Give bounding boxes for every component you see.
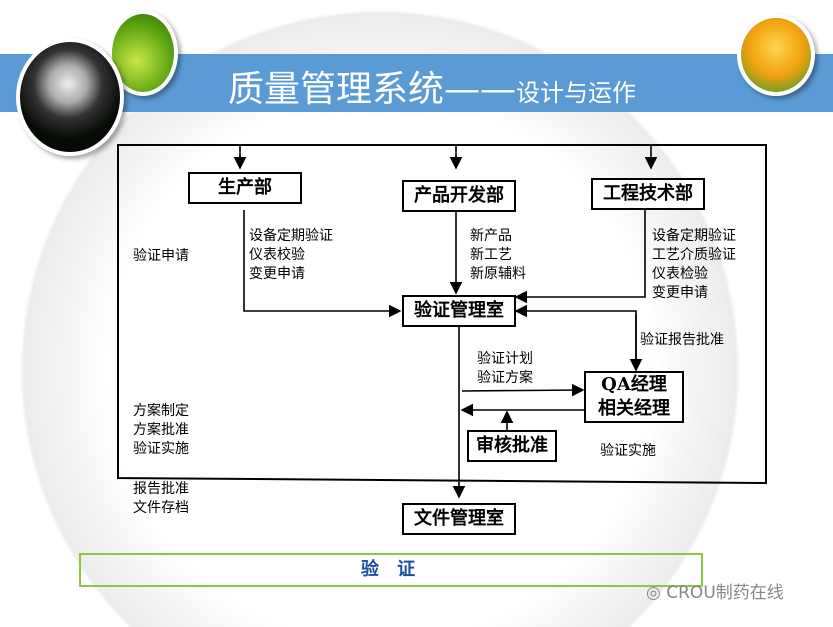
title-sub: 设计与运作: [516, 79, 637, 107]
qa-manager-line1: QA经理: [601, 374, 667, 395]
watermark: ◎ CROU制药在线: [646, 582, 784, 604]
validation-office-box: 验证管理室: [402, 295, 516, 327]
engineering-dept-box: 工程技术部: [591, 178, 705, 210]
production-dept-box: 生产部: [188, 172, 302, 204]
qa-manager-line2: 相关经理: [598, 398, 670, 419]
archive-items-label: 报告批准 文件存档: [133, 481, 189, 516]
product-dev-items-label: 新产品 新工艺 新原辅料: [470, 228, 526, 282]
verify-banner: 验 证: [79, 553, 703, 587]
production-items-label: 设备定期验证 仪表校验 变更申请: [249, 228, 333, 282]
plan-items-label: 验证计划 验证方案: [477, 351, 533, 386]
outer-frame: [117, 144, 767, 485]
report-approval-label: 验证报告批准: [640, 332, 724, 348]
review-approve-box: 审核批准: [467, 430, 557, 462]
product-dev-dept-box: 产品开发部: [402, 180, 516, 212]
watermark-text: CROU制药在线: [666, 583, 784, 603]
validation-exec-label: 验证实施: [600, 443, 656, 459]
title-main: 质量管理系统——: [228, 69, 517, 110]
page-title: 质量管理系统——设计与运作: [228, 60, 636, 112]
dandelion-photo: [16, 38, 124, 156]
qa-manager-box: QA经理相关经理: [584, 371, 684, 423]
scheme-items-label: 方案制定 方案批准 验证实施: [133, 403, 189, 457]
tulip-photo: [737, 14, 815, 96]
engineering-items-label: 设备定期验证 工艺介质验证 仪表检验 变更申请: [652, 228, 736, 301]
doc-office-box: 文件管理室: [402, 503, 516, 535]
wechat-icon: ◎: [646, 583, 667, 603]
validation-request-label: 验证申请: [133, 248, 189, 264]
